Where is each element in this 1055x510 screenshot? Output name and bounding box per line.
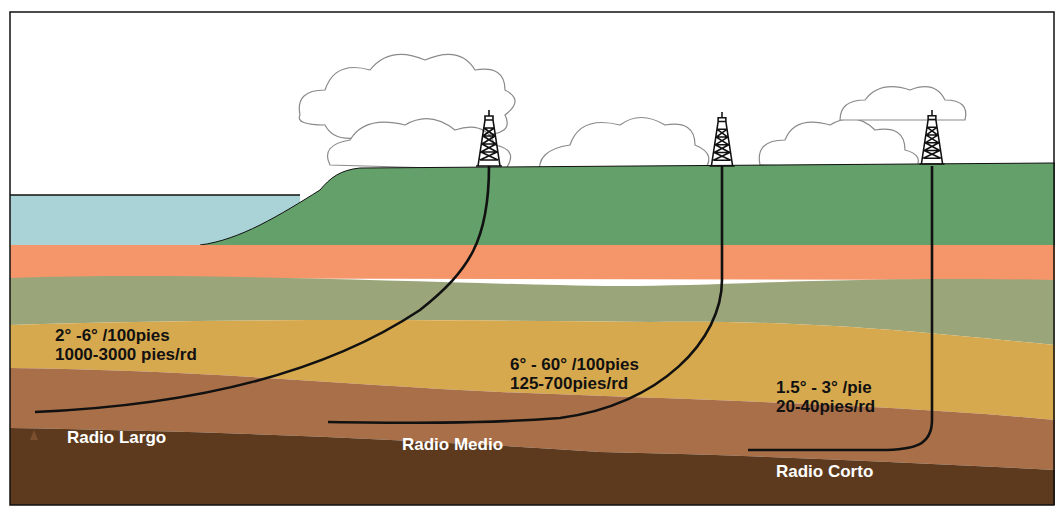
- land-surface: [200, 163, 1055, 250]
- drilling-rig: [919, 110, 944, 164]
- curvature-rate: 2° -6° /100pies: [55, 326, 170, 345]
- well-paths: [35, 166, 932, 450]
- curvature-rate: 6° - 60° /100pies: [510, 355, 639, 374]
- orange-layer: [10, 245, 1055, 280]
- frame: [10, 12, 1054, 505]
- well-type-name: Radio Corto: [776, 462, 873, 481]
- radius-range: 20-40pies/rd: [776, 397, 875, 416]
- clouds: [299, 54, 966, 175]
- medium-radius-well: [328, 166, 722, 423]
- dark-brown-layer: [10, 428, 1055, 505]
- radius-range: 125-700pies/rd: [510, 374, 628, 393]
- drilling-rig: [709, 112, 734, 166]
- drilling-rig: [476, 110, 502, 166]
- long-radius-well: [35, 166, 489, 412]
- curvature-rate: 1.5° - 3° /pie: [776, 378, 872, 397]
- short-radius-well: [748, 166, 932, 450]
- radius-range: 1000-3000 pies/rd: [55, 345, 197, 364]
- well-type-name: Radio Medio: [402, 435, 503, 454]
- well-type-name: Radio Largo: [67, 428, 166, 447]
